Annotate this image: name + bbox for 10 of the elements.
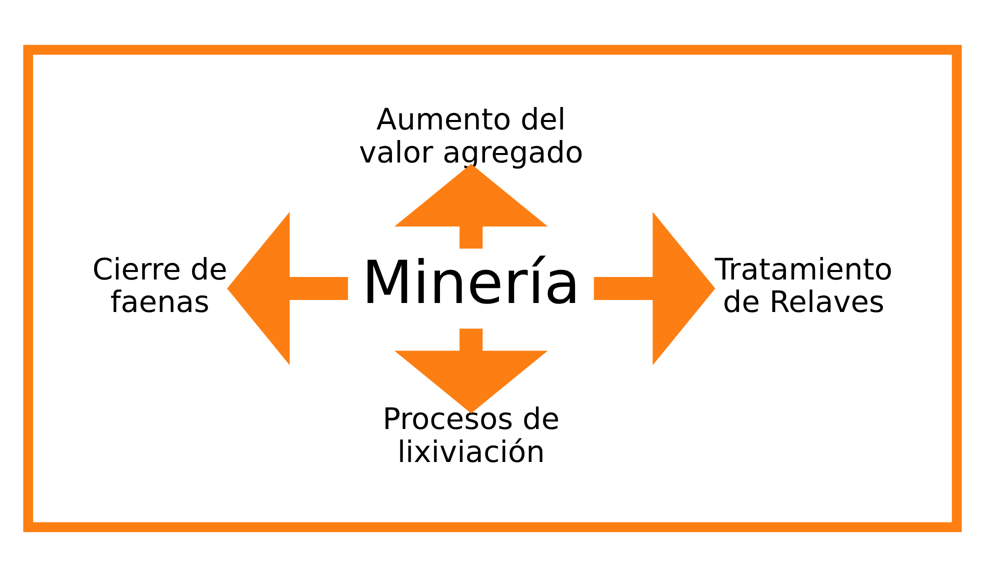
node-text: Tratamiento de Relaves: [714, 251, 893, 320]
arrow: [394, 328, 548, 414]
arrow: [394, 164, 548, 249]
arrow: [227, 212, 348, 366]
node-text: Cierre de faenas: [92, 251, 228, 320]
node-text: Procesos de lixiviación: [382, 401, 560, 470]
cluster: [23, 44, 962, 532]
arrow: [594, 212, 716, 366]
node-text: Minería: [362, 248, 580, 317]
node-text: Aumento del valor agregado: [358, 101, 584, 170]
